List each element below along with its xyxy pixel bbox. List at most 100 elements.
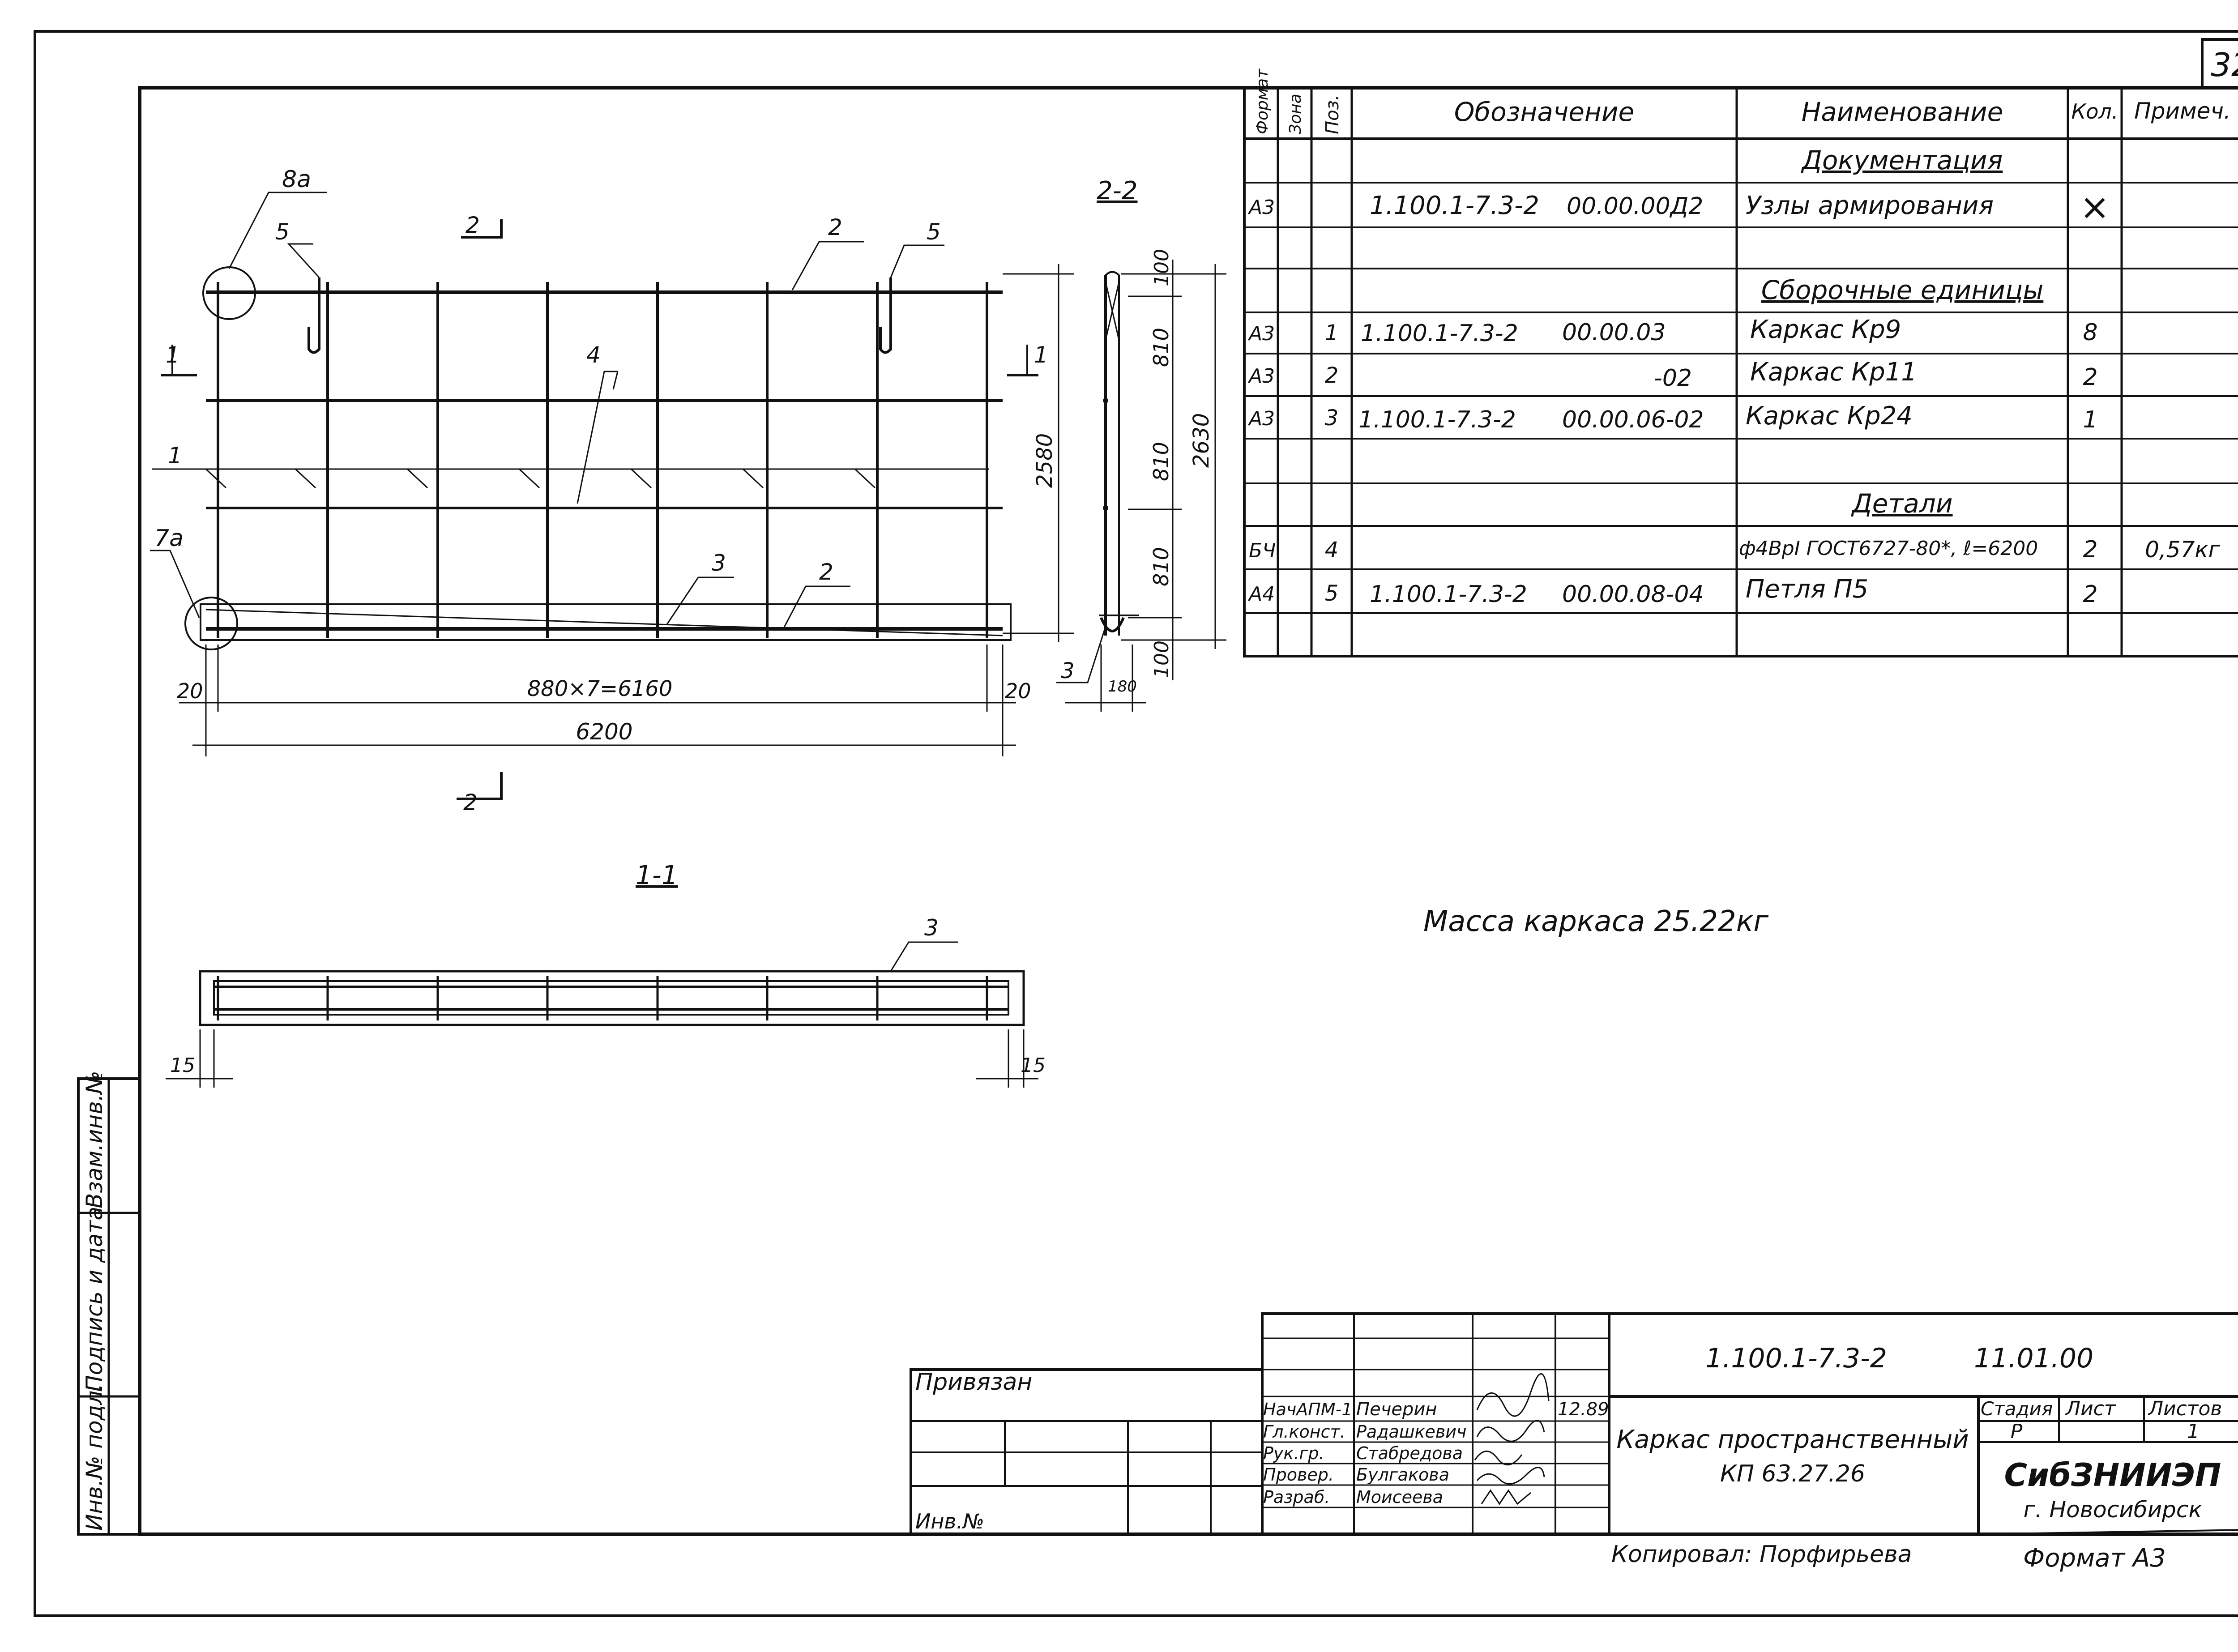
row-format: А3 [1247,196,1275,219]
stage-value: Р [2011,1420,2023,1443]
side-stamp-replace: Взам.инв.№ [81,1071,107,1208]
row-pos: 2 [1325,363,1339,388]
dim-100-bottom: 100 [1150,640,1173,678]
dim-2580: 2580 [1032,433,1057,488]
row-pos: 1 [1325,320,1339,346]
org-city: г. Новосибирск [2023,1497,2202,1523]
mass-note: Масса каркаса 25.22кг [1423,905,1768,938]
dim-6200: 6200 [576,719,632,745]
role-0: НачАПМ-1 [1263,1400,1353,1419]
row-des-code: 1.100.1-7.3-2 [1361,320,1518,347]
signature-2 [1474,1450,1523,1466]
row-qty: 2 [2083,536,2097,563]
role-3: Провер. [1263,1465,1334,1485]
callout-5: 5 [275,219,290,245]
row-des-num: 00.00.03 [1562,319,1666,346]
org-name: СибЗНИИЭП [2004,1457,2221,1494]
sheets-label: Листов [2148,1397,2222,1420]
row-format: А3 [1247,365,1275,388]
row-des-num: 00.00.00Д2 [1567,193,1703,220]
row-pos: 3 [1325,406,1339,431]
row-qty: 1 [2083,406,2097,433]
bound-label: Привязан [915,1369,1032,1396]
section-2-2: 1-1 2-2 100 810 810 810 100 2630 180 3 [1056,176,1226,712]
title-block: Привязан Инв.№ НачАПМ-1 Печерин Гл.конст… [910,1312,2238,1536]
callout-2: 2 [819,559,833,585]
row-qty: 2 [2083,581,2097,608]
doc-num: 11.01.00 [1974,1343,2093,1374]
role-2: Рук.гр. [1263,1443,1324,1463]
section-1-1: 1-1 3 15 15 [166,860,1046,1088]
title-line1: Каркас пространственный [1616,1425,1969,1454]
row-des-num: -02 [1654,365,1692,392]
row-name: Каркас Кр24 [1746,401,1913,431]
hdr-designation: Обозначение [1454,97,1634,127]
dim-810-a: 810 [1149,328,1173,367]
row-qty: 8 [2083,319,2097,346]
dim-20-left: 20 [177,679,203,703]
row-name: Каркас Кр11 [1750,358,1917,387]
front-view: 8а 5 2 5 4 1 7а 3 2 2 1 1 2 2580 [150,166,1074,815]
spec-table: Формат Зона Поз. Обозначение Наименовани… [1243,68,2238,657]
side-stamp-sign: Подпись и дата [81,1207,107,1392]
dim-20-right: 20 [1005,679,1031,703]
inv-label: Инв.№ [915,1509,984,1533]
section-1-1-title: 1-1 [636,860,678,890]
row-qty: × [2080,186,2110,228]
signature-3 [1476,1467,1545,1485]
name-1: Радашкевич [1356,1422,1466,1442]
section-title: Детали [1850,488,1952,519]
side-stamp-inv: Инв.№ подл. [81,1383,107,1531]
row-des-code: 1.100.1-7.3-2 [1370,191,1539,220]
row-pos: 4 [1325,538,1339,563]
row-name: Узлы армирования [1746,191,1994,220]
row-format: А3 [1247,322,1275,345]
row-format: А3 [1247,407,1275,430]
date-value: 12.89 [1558,1399,1609,1420]
dim-810-c: 810 [1149,547,1173,586]
cut-label-2: 2 [466,212,480,238]
format-label: Формат А3 [2023,1544,2166,1573]
dim-100-top: 100 [1150,249,1173,286]
callout-5: 5 [927,219,941,245]
cut-label-2: 2 [463,790,478,815]
row-note: 0,57кг [2145,537,2221,563]
cut-label-1: 1 [1034,342,1048,368]
callout-7a: 7а [154,525,184,552]
hdr-name: Наименование [1802,97,2003,127]
callout-3: 3 [924,915,939,941]
outer-frame [34,30,2238,1617]
sheet-label: Лист [2065,1397,2116,1420]
name-3: Булгакова [1356,1465,1449,1485]
section-title: Сборочные единицы [1761,275,2044,305]
page-number: 32 [2211,46,2238,84]
sheets-value: 1 [2187,1420,2200,1443]
row-des-code: 1.100.1-7.3-2 [1358,406,1516,433]
role-4: Разраб. [1263,1487,1330,1507]
name-0: Печерин [1356,1399,1437,1420]
section-2-2-title: 2-2 [1097,176,1137,205]
row-format: А4 [1247,583,1275,606]
signature-1 [1476,1420,1545,1442]
callout-1: 1 [168,443,182,469]
callout-3: 3 [1061,658,1075,683]
row-des-code: 1.100.1-7.3-2 [1370,581,1527,608]
dim-2630: 2630 [1189,413,1214,468]
row-pos: 5 [1325,581,1339,606]
section-title: Документация [1801,145,2003,175]
doc-code: 1.100.1-7.3-2 [1705,1343,1887,1374]
dim-880x7: 880×7=6160 [527,676,673,701]
row-qty: 2 [2083,364,2097,391]
hdr-pos: Поз. [1322,94,1343,134]
row-des-num: 00.00.08-04 [1562,581,1704,608]
hdr-format: Формат [1253,68,1272,134]
row-des-num: 00.00.06-02 [1562,406,1704,433]
row-format: БЧ [1249,539,1276,562]
name-2: Стабредова [1356,1443,1463,1463]
hdr-zone: Зона [1286,94,1305,134]
copied-by: Копировал: Порфирьева [1611,1541,1912,1568]
dim-15-right: 15 [1021,1054,1046,1077]
callout-3: 3 [712,550,726,576]
signature-0 [1476,1373,1550,1417]
